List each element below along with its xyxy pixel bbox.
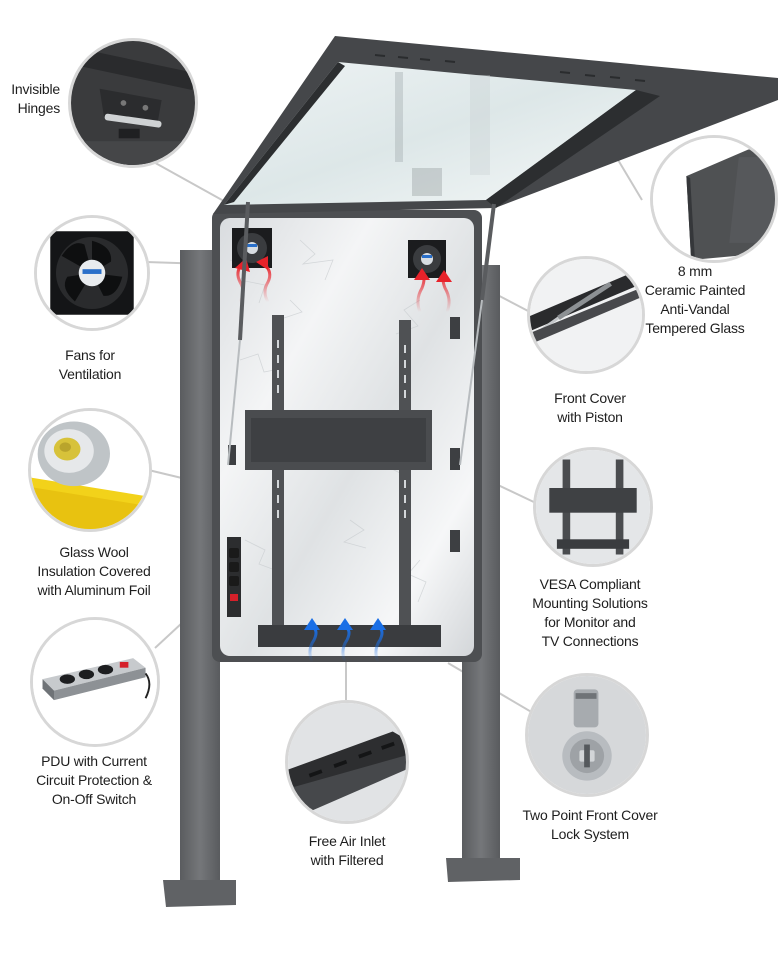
callout-fans [34,215,150,331]
callout-vesa [533,447,653,567]
side-brackets [228,317,460,552]
label-glass: 8 mm Ceramic Painted Anti-Vandal Tempere… [644,263,746,336]
label-insulation: Glass Wool Insulation Covered with Alumi… [37,544,151,598]
callout-piston [527,256,645,374]
hinge-icon [71,41,195,165]
fan-right [408,240,446,278]
fan-icon [37,218,147,328]
insulation-roll-icon [31,411,149,529]
callout-hinges [68,38,198,168]
callout-lock [525,673,649,797]
right-foot [446,858,520,882]
glass-panel-icon [653,138,775,260]
piston-icon [530,259,642,371]
label-hinges: Invisible Hinges [11,81,60,116]
glass-reflection [395,72,490,196]
cool-air-arrows [304,618,386,663]
air-filter-icon [288,703,406,821]
vesa-mount [245,315,441,647]
label-piston: Front Cover with Piston [554,390,626,425]
label-fans: Fans for Ventilation [58,347,122,382]
frame-vents [374,54,646,82]
left-foot [163,880,236,907]
front-cover-glass [224,62,636,205]
callout-insulation [28,408,152,532]
label-air-inlet: Free Air Inlet with Filtered [308,833,386,868]
label-pdu: PDU with Current Circuit Protection & On… [36,753,152,807]
gas-pistons [227,201,496,466]
callout-air-inlet [285,700,409,824]
label-lock: Two Point Front Cover Lock System [522,807,658,842]
callout-glass [650,135,778,263]
label-vesa: VESA Compliant Mounting Solutions for Mo… [532,576,648,649]
pdu-strip [227,537,241,617]
power-strip-icon [33,620,157,744]
callout-pdu [30,617,160,747]
lock-icon [528,676,646,794]
vesa-mount-icon [536,450,650,564]
